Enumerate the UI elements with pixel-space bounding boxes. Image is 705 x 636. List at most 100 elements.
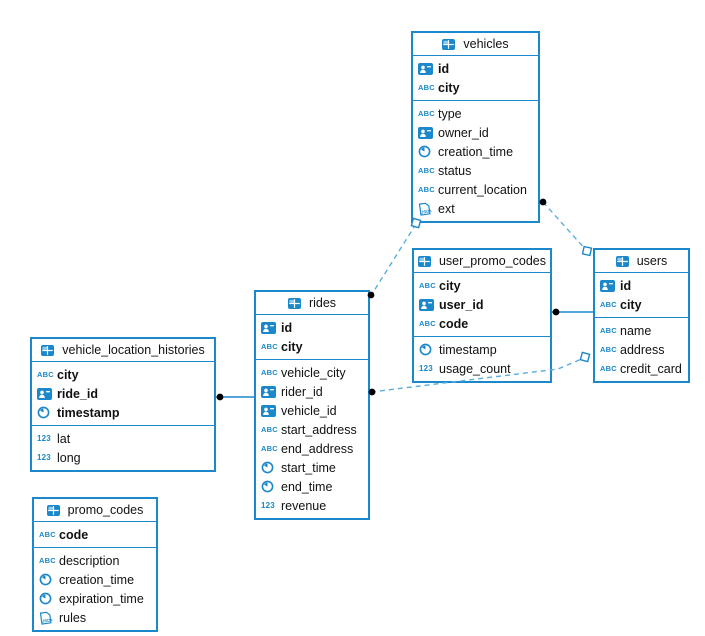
field-name: city: [439, 278, 461, 293]
field-row[interactable]: expiration_time: [34, 589, 156, 608]
table-icon: [41, 344, 57, 356]
field-row[interactable]: timestamp: [414, 340, 550, 359]
field-row[interactable]: ride_id: [32, 384, 214, 403]
clock-icon: [261, 461, 277, 474]
field-name: id: [620, 278, 632, 293]
field-name: rider_id: [281, 384, 323, 399]
field-name: description: [59, 553, 120, 568]
id-badge-icon: [419, 298, 435, 311]
field-row[interactable]: vehicle_id: [256, 401, 368, 420]
field-row[interactable]: end_time: [256, 477, 368, 496]
field-name: ride_id: [57, 386, 98, 401]
clock-icon: [418, 145, 434, 158]
relation-rides-vehicles: [371, 223, 417, 295]
table-header[interactable]: rides: [256, 292, 368, 315]
table-title: user_promo_codes: [438, 254, 546, 268]
field-name: id: [281, 320, 293, 335]
field-name: user_id: [439, 297, 484, 312]
field-row[interactable]: creation_time: [34, 570, 156, 589]
relation-vehicles-users: [542, 201, 587, 251]
field-name: long: [57, 450, 81, 465]
table-header[interactable]: user_promo_codes: [414, 250, 550, 273]
field-row[interactable]: user_id: [414, 295, 550, 314]
123-icon: 123: [419, 363, 433, 373]
field-row[interactable]: id: [413, 59, 538, 78]
field-name: status: [438, 163, 472, 178]
field-name: code: [59, 527, 89, 542]
field-row[interactable]: id: [595, 276, 688, 295]
relation-endpoint-dot: [216, 393, 224, 401]
field-row[interactable]: rider_id: [256, 382, 368, 401]
clock-icon: [39, 573, 55, 586]
field-name: vehicle_city: [281, 365, 346, 380]
field-row[interactable]: creation_time: [413, 142, 538, 161]
abc-icon: ABC: [419, 318, 436, 328]
field-name: start_address: [281, 422, 357, 437]
id-badge-icon: [261, 404, 277, 417]
table-header[interactable]: vehicle_location_histories: [32, 339, 214, 362]
field-name: revenue: [281, 498, 327, 513]
table-icon: [46, 504, 63, 516]
abc-icon: ABC: [261, 341, 278, 351]
table-header[interactable]: promo_codes: [34, 499, 156, 522]
field-name: ext: [438, 201, 455, 216]
abc-icon: ABC: [419, 280, 436, 290]
abc-icon: ABC: [418, 165, 435, 175]
clock-icon: [419, 343, 435, 356]
abc-icon: ABC: [600, 325, 617, 335]
abc-icon: ABC: [261, 443, 278, 453]
field-name: owner_id: [438, 125, 489, 140]
field-row[interactable]: id: [256, 318, 368, 337]
clock-icon: [37, 406, 53, 419]
field-name: city: [620, 297, 642, 312]
id-badge-icon: [600, 279, 616, 292]
abc-icon: ABC: [600, 363, 617, 373]
field-row[interactable]: start_time: [256, 458, 368, 477]
field-name: creation_time: [59, 572, 135, 587]
table-icon: [287, 297, 304, 309]
field-row[interactable]: 123 lat: [32, 429, 214, 448]
id-badge-icon: [418, 126, 434, 139]
field-name: lat: [57, 431, 71, 446]
table-header[interactable]: vehicles: [413, 33, 538, 56]
123-icon: 123: [37, 433, 51, 443]
abc-icon: ABC: [39, 529, 56, 539]
table-header[interactable]: users: [595, 250, 688, 273]
abc-icon: ABC: [37, 369, 54, 379]
field-row[interactable]: timestamp: [32, 403, 214, 422]
field-row[interactable]: owner_id: [413, 123, 538, 142]
relation-endpoint-square: [579, 351, 591, 363]
table-icon: [442, 38, 458, 50]
